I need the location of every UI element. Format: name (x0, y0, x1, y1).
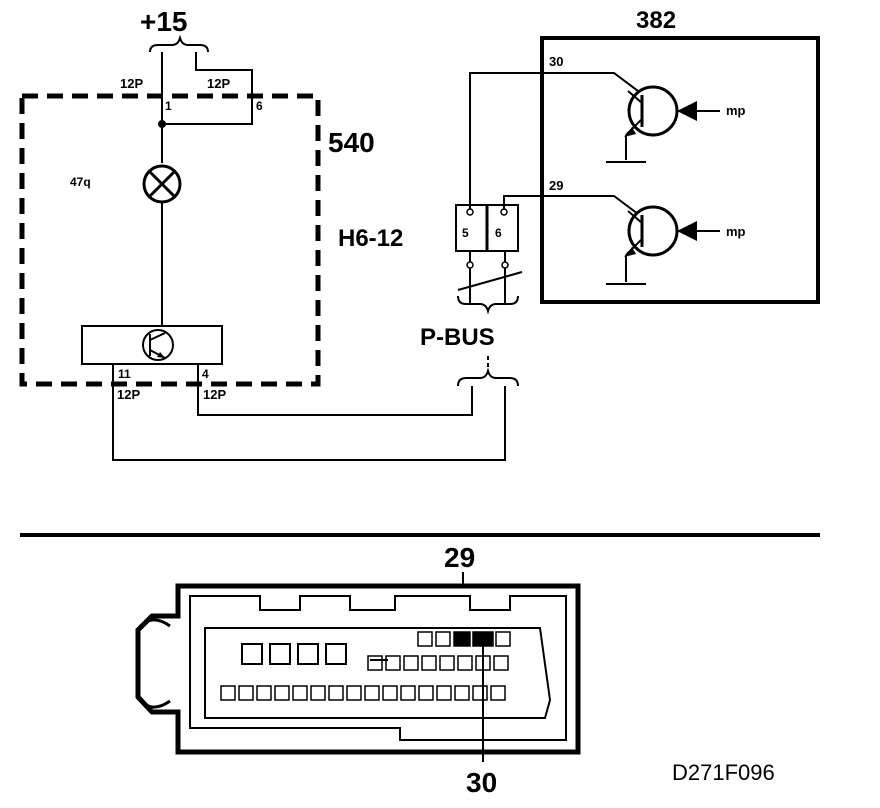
pin-6-bottom-contact (501, 261, 509, 269)
connector-pin-29-label: 29 (444, 542, 475, 573)
signal-lower-label: mp (726, 224, 746, 239)
pbus-label: P-BUS (420, 324, 495, 351)
connector-12p-top-right: 12P (207, 76, 230, 91)
pin-6-label-h6: 6 (495, 226, 502, 240)
driver-block (81, 325, 223, 365)
pin-30-label-382: 30 (549, 54, 563, 69)
connector-h6-cut (457, 271, 523, 291)
wire-pin4-pbus (197, 364, 473, 416)
unit-382-box (540, 36, 820, 304)
pin-5-bottom-contact (466, 261, 474, 269)
supply-label: +15 (140, 6, 188, 37)
unit-540-box (19, 93, 321, 387)
transistor-upper-icon (624, 85, 679, 137)
wire-pin5-to-382-30 (469, 72, 639, 209)
pin-4-label: 4 (202, 367, 209, 381)
connector-h6-label: H6-12 (338, 225, 403, 252)
connector-h6-brace (457, 295, 519, 315)
pin-29-label-382: 29 (549, 178, 563, 193)
connector-housing (135, 583, 581, 755)
pin-11-label: 11 (118, 367, 131, 381)
pin-6-label: 6 (256, 99, 263, 113)
pin-6-top-contact (500, 208, 508, 216)
wire-supply-pin6 (162, 52, 253, 125)
connector-12p-bottom-left: 12P (117, 387, 140, 402)
transistor-lower-icon (624, 205, 679, 257)
pin-1-label: 1 (165, 99, 172, 113)
signal-upper-label: mp (726, 103, 746, 118)
connector-pin-30-label: 30 (466, 767, 497, 798)
connector-12p-bottom-right: 12P (203, 387, 226, 402)
unit-540-label: 540 (328, 127, 375, 158)
pin-5-label: 5 (462, 226, 469, 240)
transistor-icon (142, 329, 174, 361)
lamp-icon (142, 164, 182, 204)
supply-brace (149, 34, 209, 53)
connector-12p-top-left: 12P (120, 76, 143, 91)
pin-5-top-contact (466, 208, 474, 216)
figure-reference: D271F096 (672, 760, 775, 785)
pbus-brace (457, 367, 519, 387)
unit-382-label: 382 (636, 7, 676, 34)
lamp-label: 47q (70, 175, 91, 189)
wire-pin6-to-382-29 (503, 195, 639, 215)
wire-pin11-pbus (112, 364, 506, 461)
